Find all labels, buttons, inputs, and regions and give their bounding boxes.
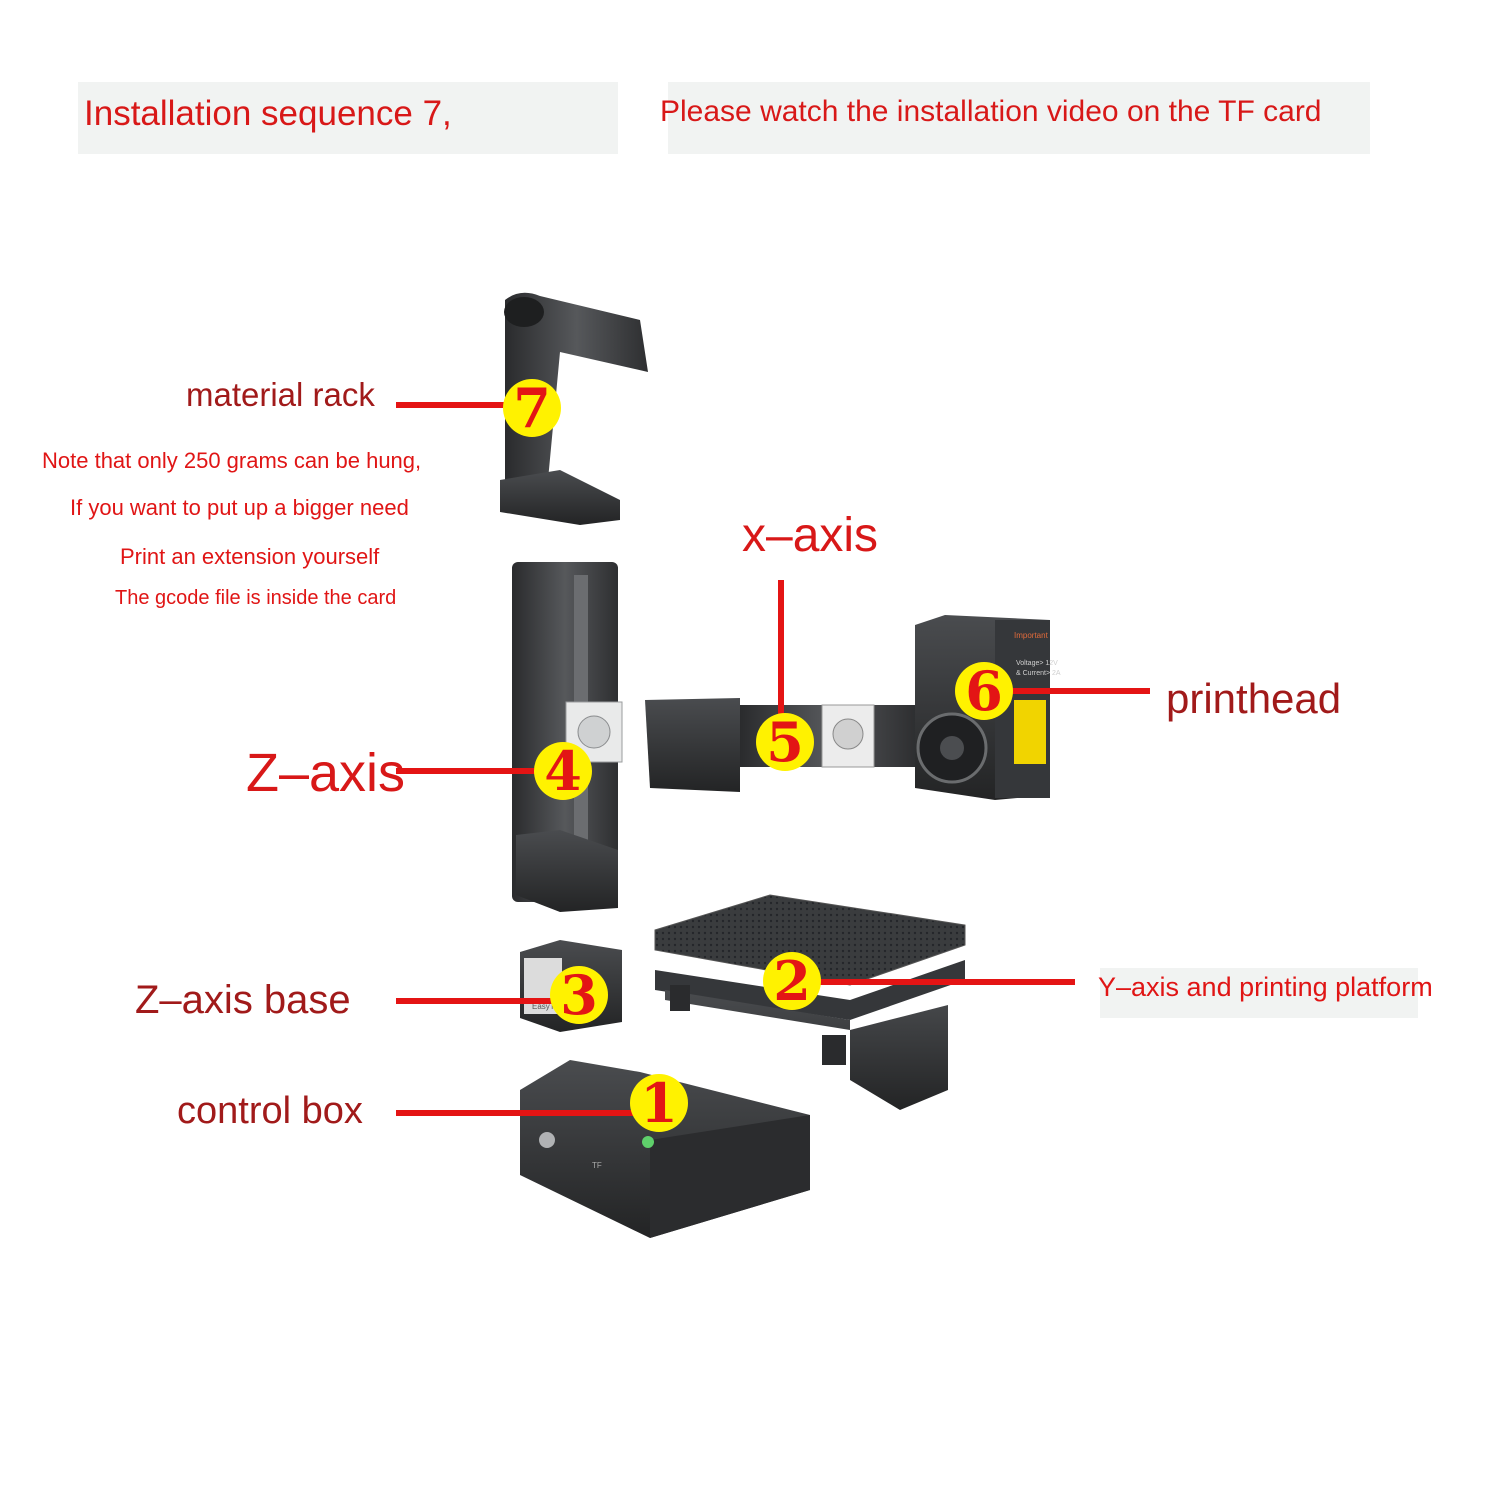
- printhead-brand-mark: Important: [1014, 631, 1048, 640]
- badge-2: 2: [763, 949, 821, 1013]
- installation-sequence-title: Installation sequence 7,: [84, 94, 452, 133]
- callout-line-control-box: [396, 1110, 636, 1116]
- badge-3: 3: [550, 963, 608, 1027]
- printhead-spec-current: & Current> 2A: [1016, 670, 1061, 677]
- callout-line-material-rack: [396, 402, 516, 408]
- badge-6: 6: [955, 659, 1013, 723]
- callout-line-z-axis-base: [396, 998, 556, 1004]
- label-z-axis-base: Z–axis base: [135, 978, 351, 1022]
- callout-line-z-axis: [396, 768, 544, 774]
- note-weight-limit: Note that only 250 grams can be hung,: [42, 448, 422, 473]
- header-sequence-bg: [78, 82, 618, 154]
- header-video-bg: [668, 82, 1370, 154]
- badge-4: 4: [534, 739, 592, 803]
- note-bigger-need: If you want to put up a bigger need: [70, 495, 409, 520]
- tf-slot-mark: TF: [592, 1161, 602, 1170]
- callout-line-x-axis: [778, 580, 784, 715]
- label-x-axis: x–axis: [742, 509, 879, 562]
- printhead-spec-voltage: Voltage> 12V: [1016, 660, 1058, 667]
- label-material-rack: material rack: [186, 376, 375, 413]
- note-print-extension: Print an extension yourself: [120, 544, 380, 569]
- control-box-part: [520, 1060, 810, 1238]
- badge-5: 5: [756, 710, 814, 774]
- label-printhead: printhead: [1166, 675, 1342, 722]
- callout-line-y-axis: [810, 979, 1075, 985]
- badge-7: 7: [503, 376, 561, 440]
- note-gcode-file: The gcode file is inside the card: [115, 587, 397, 609]
- label-z-axis: Z–axis: [246, 743, 406, 803]
- z-axis-part: [512, 562, 623, 912]
- video-instruction-note: Please watch the installation video on t…: [660, 95, 1322, 128]
- label-control-box: control box: [177, 1090, 363, 1132]
- callout-line-printhead: [1010, 688, 1150, 694]
- badge-1: 1: [630, 1071, 688, 1135]
- y-axis-label-bg: [1100, 968, 1418, 1018]
- y-axis-platform-part: [654, 894, 966, 1110]
- label-y-axis-platform: Y–axis and printing platform: [1098, 972, 1433, 1002]
